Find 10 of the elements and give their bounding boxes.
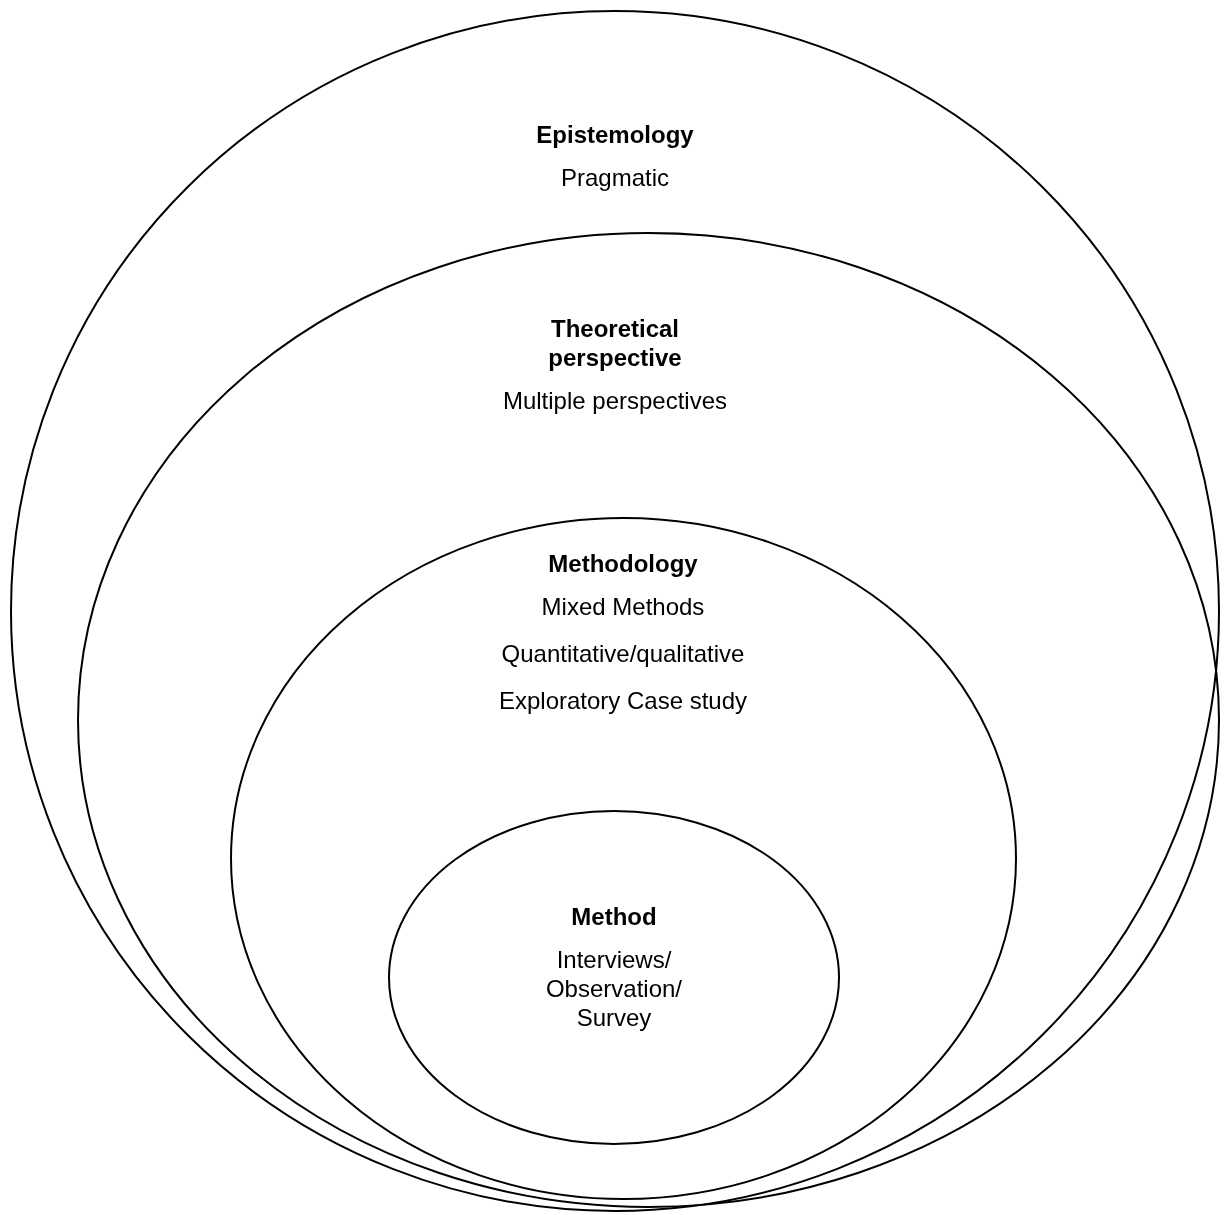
layer-heading: Methodology: [548, 549, 698, 578]
layer-heading: Method: [571, 902, 657, 931]
layer-text: Interviews/ Observation/ Survey: [544, 945, 684, 1032]
layer-text: Multiple perspectives: [502, 386, 728, 415]
layer-heading: Theoretical perspective: [547, 314, 683, 372]
layer-text: Pragmatic: [561, 163, 669, 192]
layer-heading: Epistemology: [536, 120, 694, 149]
layer-text: Mixed Methods: [541, 592, 705, 621]
layer-text: Quantitative/qualitative: [501, 639, 745, 668]
layer-text: Exploratory Case study: [498, 686, 748, 715]
